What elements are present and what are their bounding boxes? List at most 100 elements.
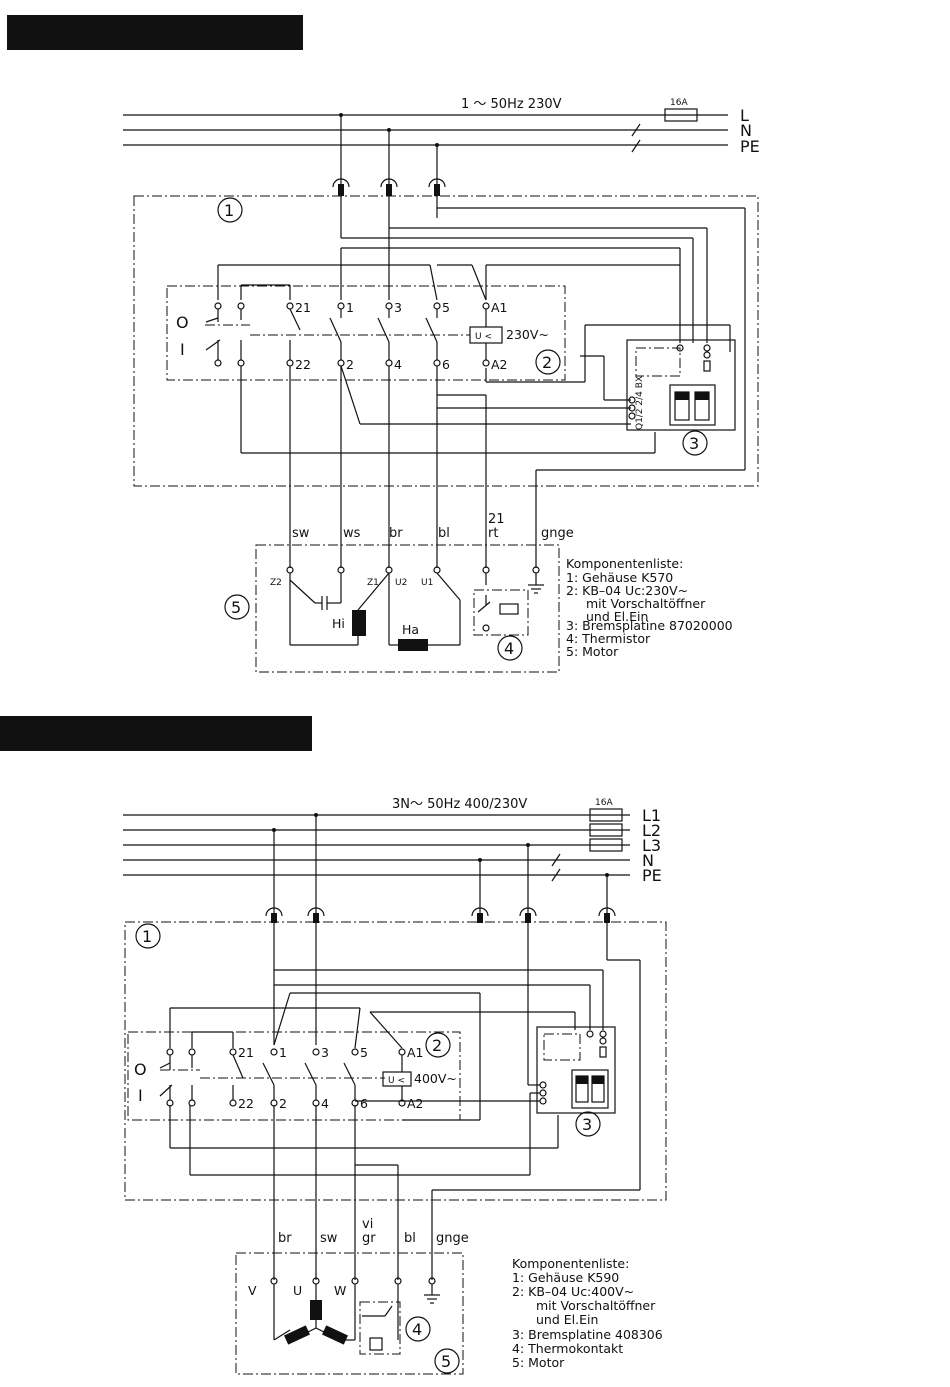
motor2-terminal-W: W [334, 1283, 346, 1298]
circle-label-4: 4 [504, 639, 514, 658]
component-2-1: 1: Gehäuse K590 [512, 1270, 619, 1285]
switch-on-label-1: I [180, 340, 185, 359]
contact-A1-label: A1 [491, 300, 508, 315]
components-title-2: Komponentenliste: [512, 1256, 629, 1271]
switch-off-label-2: O [134, 1060, 147, 1079]
contact2-1-label: 1 [279, 1045, 287, 1060]
contact2-21-label: 21 [238, 1045, 254, 1060]
component-1-3: 3: Bremsplatine 87020000 [566, 618, 733, 633]
contact-3-label: 3 [394, 300, 402, 315]
line-label-PE2: PE [642, 866, 662, 885]
circle-label-2-1: 1 [142, 927, 152, 946]
wire2-color-sw: sw [320, 1231, 338, 1246]
section-banner-2 [0, 716, 312, 751]
motor2-terminal-V: V [248, 1283, 257, 1298]
wire2-color-gnge: gnge [436, 1231, 469, 1246]
brake-board-terminals-1: Q1/2 2/4 BX [635, 376, 645, 430]
line-label-PE: PE [740, 137, 760, 156]
component-2-2b: und El.Ein [536, 1312, 598, 1327]
supply-label-1: 1 ～ 50Hz 230V [461, 97, 562, 112]
wire-color-ws: ws [343, 526, 361, 541]
internal-wiring-1 [217, 207, 746, 568]
supply-drops-1 [332, 113, 446, 238]
contact2-5-label: 5 [360, 1045, 368, 1060]
supply-drops-2 [265, 813, 616, 1085]
motor-boundary-1 [255, 544, 560, 673]
contactor-contacts-1 [205, 302, 503, 367]
contact2-3-label: 3 [321, 1045, 329, 1060]
switch-off-label-1: O [176, 313, 189, 332]
supply-lines-2 [123, 808, 630, 882]
fuse-label-2: 16A [595, 798, 613, 808]
wire-color-bl: bl [438, 526, 450, 541]
contact2-4-label: 4 [321, 1096, 329, 1111]
coil-label-1: U < [475, 332, 492, 342]
component-2-2a: mit Vorschaltöffner [536, 1298, 656, 1313]
contact-2-label: 2 [346, 357, 354, 372]
wire-color-sw: sw [292, 526, 310, 541]
wire-color-gnge: gnge [541, 526, 574, 541]
line-label-L1: L1 [642, 806, 661, 825]
component-1-1: 1: Gehäuse K570 [566, 570, 673, 585]
component-list-1: Komponentenliste: 1: Gehäuse K570 2: KB–… [566, 556, 733, 659]
line-label-N2: N [642, 851, 654, 870]
contact-21-label: 21 [295, 300, 311, 315]
contactor-boundary-1 [166, 285, 566, 381]
line-label-L2: L2 [642, 821, 661, 840]
contact-A2-label: A2 [491, 357, 508, 372]
motor-terminal-Z2: Z2 [270, 578, 282, 588]
component-2-5: 5: Motor [512, 1355, 565, 1370]
diagram-2-three-phase: 3N～ 50Hz 400/230V 16A L1 L2 L3 N PE 1 [123, 797, 667, 1375]
motor-wiring-1 [286, 566, 544, 651]
brake-board-1 [626, 339, 736, 431]
contact-1-label: 1 [346, 300, 354, 315]
housing-boundary-2 [124, 921, 667, 1201]
component-1-2a: mit Vorschaltöffner [586, 596, 706, 611]
coil-voltage-2: 400V~ [414, 1071, 457, 1086]
components-title-1: Komponentenliste: [566, 556, 683, 571]
contact-5-label: 5 [442, 300, 450, 315]
contactor-boundary-2 [127, 1031, 461, 1121]
motor-terminal-Z1: Z1 [367, 578, 379, 588]
contact2-2-label: 2 [279, 1096, 287, 1111]
circle-label-2: 2 [542, 353, 552, 372]
fuse-label-1: 16A [670, 98, 688, 108]
contact-4-label: 4 [394, 357, 402, 372]
coil-voltage-1: 230V~ [506, 327, 549, 342]
wire-color-br: br [389, 526, 403, 541]
wire-number-21: 21 [488, 512, 505, 527]
wire2-color-vi: vi [362, 1217, 373, 1232]
winding-label-ha: Ha [402, 622, 419, 637]
wire2-color-bl: bl [404, 1231, 416, 1246]
contactor-contacts-2 [159, 1048, 412, 1107]
line-label-N: N [740, 121, 752, 140]
component-2-2: 2: KB–04 Uc:400V~ [512, 1284, 634, 1299]
supply-lines-1 [123, 108, 728, 153]
circle-label-2-5: 5 [441, 1352, 451, 1371]
supply-label-2: 3N～ 50Hz 400/230V [392, 797, 527, 812]
component-2-3: 3: Bremsplatine 408306 [512, 1327, 663, 1342]
fuse-symbol-1 [664, 108, 698, 122]
component-1-2: 2: KB–04 Uc:230V~ [566, 583, 688, 598]
line-label-L3: L3 [642, 836, 661, 855]
diagram-1-single-phase: 1 ～ 50Hz 230V 16A L N PE 1 [123, 97, 760, 673]
contact-22-label: 22 [295, 357, 311, 372]
contact2-A1-label: A1 [407, 1045, 424, 1060]
motor2-terminal-U: U [293, 1283, 302, 1298]
motor-terminal-U2: U2 [395, 578, 407, 588]
brake-board-2 [536, 1026, 616, 1114]
motor-terminal-U1: U1 [421, 578, 433, 588]
winding-label-hi: Hi [332, 616, 345, 631]
section-banner-1 [7, 15, 303, 50]
housing-boundary-1 [133, 195, 759, 487]
coil-label-2: U < [388, 1076, 405, 1086]
wire2-color-gr: gr [362, 1231, 376, 1246]
contact-6-label: 6 [442, 357, 450, 372]
contact2-A2-label: A2 [407, 1096, 424, 1111]
component-1-5: 5: Motor [566, 644, 619, 659]
contact2-22-label: 22 [238, 1096, 254, 1111]
circle-label-2-4: 4 [412, 1320, 422, 1339]
internal-wiring-2 [169, 959, 641, 1280]
circle-label-2-2: 2 [432, 1036, 442, 1055]
